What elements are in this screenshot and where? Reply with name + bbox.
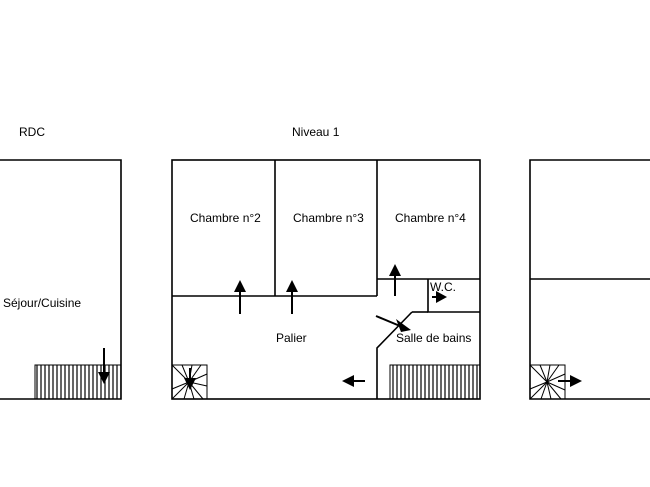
staircase: [34, 364, 122, 400]
niveau-1-plan: [171, 159, 481, 400]
arrow-right-icon: [432, 291, 447, 303]
floor-title-rdc: RDC: [19, 125, 45, 139]
floor-title-niveau-1: Niveau 1: [292, 125, 340, 139]
room-label-salle-de-bains: Salle de bains: [396, 331, 471, 345]
third-level-plan: [529, 159, 650, 400]
rdc-plan: [0, 159, 122, 400]
arrow-down-icon: [98, 348, 110, 384]
arrow-down-icon: [184, 368, 196, 390]
arrow-up-icon: [286, 280, 298, 314]
room-label-sejour-cuisine: Séjour/Cuisine: [3, 296, 81, 310]
room-label-chambre-2: Chambre n°2: [190, 211, 261, 225]
room-label-wc: W.C.: [430, 280, 456, 294]
arrow-up-icon: [234, 280, 246, 314]
arrow-up-icon: [389, 264, 401, 296]
room-label-chambre-3: Chambre n°3: [293, 211, 364, 225]
arrow-diagonal-icon: [375, 315, 411, 332]
staircase: [389, 364, 481, 400]
arrow-right-icon: [558, 375, 582, 387]
spiral-staircase: [529, 364, 566, 400]
arrow-left-icon: [342, 375, 365, 387]
room-label-palier: Palier: [276, 331, 307, 345]
room-label-chambre-4: Chambre n°4: [395, 211, 466, 225]
